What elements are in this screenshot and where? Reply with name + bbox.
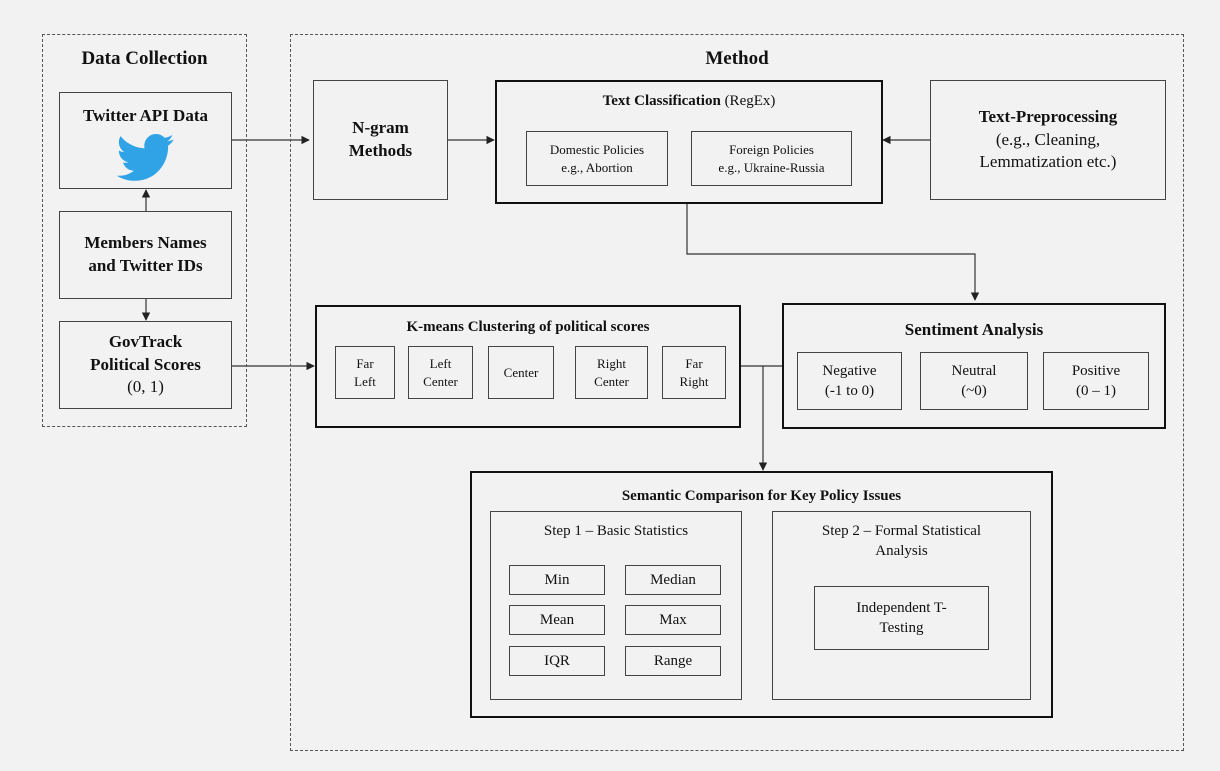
ttest-line2: Testing [879, 620, 924, 636]
preprocessing-line3: Lemmatization etc.) [979, 152, 1117, 172]
govtrack-line1: GovTrack [108, 331, 183, 351]
negative-line2: (-1 to 0) [824, 383, 875, 399]
cluster-right-center-line1: Right [597, 355, 626, 371]
foreign-policies-box: Foreign Policies e.g., Ukraine-Russia [691, 131, 852, 186]
arrow-textclass-to-sentiment [686, 203, 980, 301]
stat-iqr: IQR [509, 646, 605, 676]
govtrack-box: GovTrack Political Scores (0, 1) [59, 321, 232, 409]
stat-min: Min [509, 565, 605, 595]
cluster-left-center-line2: Center [423, 373, 458, 389]
members-line1: Members Names [84, 233, 207, 253]
cluster-far-right: Far Right [662, 346, 726, 399]
cluster-center-line1: Center [503, 364, 539, 380]
text-classification-title-rest: (RegEx) [720, 93, 776, 109]
preprocessing-line2: (e.g., Cleaning, [995, 129, 1101, 149]
foreign-line2: e.g., Ukraine-Russia [718, 159, 825, 175]
twitter-api-label: Twitter API Data [83, 106, 208, 125]
method-panel [290, 34, 1184, 751]
members-line2: and Twitter IDs [88, 256, 203, 275]
cluster-far-left: Far Left [335, 346, 395, 399]
cluster-right-center-line2: Center [594, 373, 629, 389]
cluster-center: Center [488, 346, 554, 399]
govtrack-line3: (0, 1) [127, 377, 164, 397]
cluster-far-left-line2: Left [354, 373, 376, 389]
stat-mean: Mean [509, 605, 605, 635]
independent-ttest-box: Independent T- Testing [814, 586, 989, 650]
domestic-line1: Domestic Policies [549, 141, 645, 157]
sentiment-title: Sentiment Analysis [904, 320, 1044, 339]
semantic-title: Semantic Comparison for Key Policy Issue… [621, 488, 902, 504]
cluster-left-center-line1: Left [429, 355, 452, 371]
negative-line1: Negative [822, 362, 877, 379]
cluster-left-center: Left Center [408, 346, 473, 399]
method-title: Method [705, 48, 769, 69]
preprocessing-line1: Text-Preprocessing [978, 106, 1118, 126]
cluster-far-right-line2: Right [679, 373, 709, 389]
step2-line1: Step 2 – Formal Statistical [821, 523, 982, 539]
twitter-bird-icon [116, 133, 174, 181]
domestic-line2: e.g., Abortion [561, 159, 633, 175]
preprocessing-box: Text-Preprocessing (e.g., Cleaning, Lemm… [930, 80, 1166, 200]
twitter-api-box: Twitter API Data [59, 92, 232, 189]
data-collection-panel [42, 34, 247, 427]
sentiment-neutral: Neutral (~0) [920, 352, 1028, 410]
stat-median: Median [625, 565, 721, 595]
sentiment-negative: Negative (-1 to 0) [797, 352, 902, 410]
positive-line2: (0 – 1) [1076, 383, 1116, 399]
neutral-line1: Neutral [951, 362, 997, 379]
neutral-line2: (~0) [961, 383, 987, 399]
cluster-right-center: Right Center [575, 346, 648, 399]
step1-title: Step 1 – Basic Statistics [543, 523, 689, 539]
ttest-line1: Independent T- [856, 599, 947, 616]
positive-line1: Positive [1071, 362, 1121, 379]
govtrack-line2: Political Scores [90, 354, 201, 374]
text-classification-title: Text Classification (RegEx) [603, 91, 776, 111]
data-collection-title: Data Collection [81, 48, 208, 69]
ngram-line1: N-gram [352, 118, 409, 138]
sentiment-positive: Positive (0 – 1) [1043, 352, 1149, 410]
stat-max: Max [625, 605, 721, 635]
step2-line2: Analysis [875, 543, 928, 560]
text-classification-title-bold: Text Classification [602, 93, 721, 109]
ngram-box: N-gram Methods [313, 80, 448, 200]
foreign-line1: Foreign Policies [729, 141, 814, 157]
cluster-far-left-line1: Far [356, 355, 374, 371]
cluster-far-right-line1: Far [685, 355, 703, 371]
members-box: Members Names and Twitter IDs [59, 211, 232, 299]
domestic-policies-box: Domestic Policies e.g., Abortion [526, 131, 668, 186]
kmeans-title: K-means Clustering of political scores [406, 319, 650, 335]
ngram-line2: Methods [348, 141, 413, 160]
stat-range: Range [625, 646, 721, 676]
